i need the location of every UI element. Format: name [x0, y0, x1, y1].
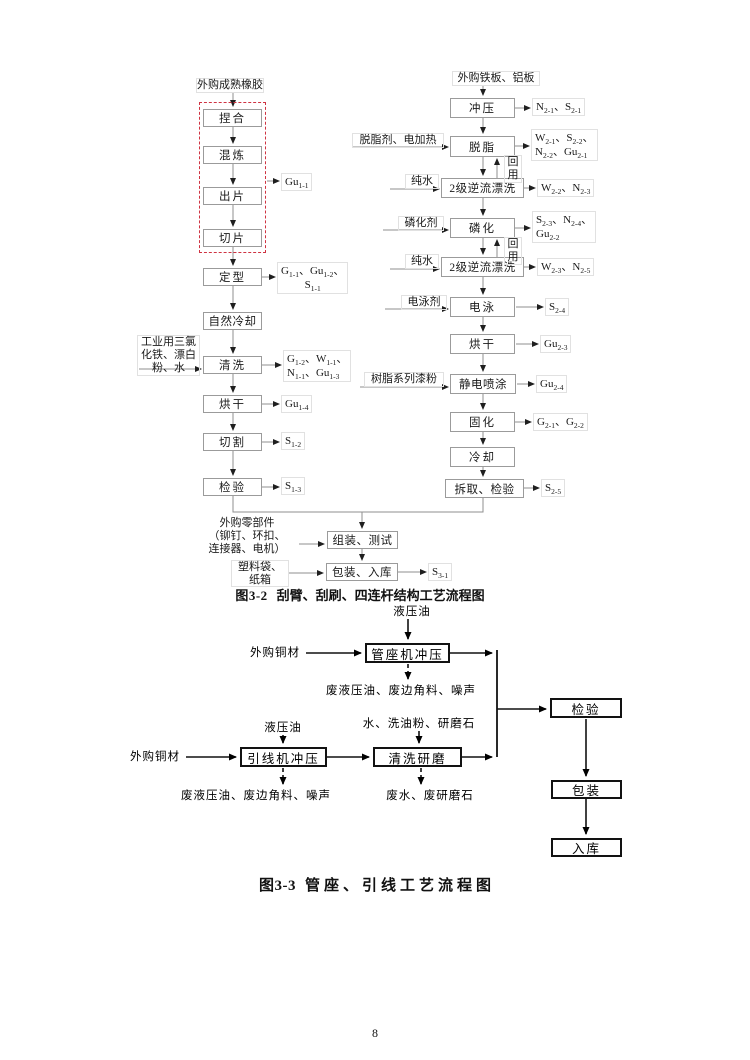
- output-label-s1-3: S1-3: [281, 477, 306, 495]
- process-box-cutting: 切割: [203, 433, 262, 451]
- input-label-purchased-parts: 外购零部件 （铆钉、环扣、 连接器、电机）: [208, 517, 286, 555]
- process-box-cleaning-grinding: 清洗研磨: [373, 747, 462, 767]
- output-label-s1-2: S1-2: [281, 432, 306, 450]
- output-label-gu1-4: Gu1-4: [281, 395, 313, 413]
- process-box-phosphating: 磷化: [450, 218, 515, 238]
- recycle-label-1: 回 用: [504, 155, 522, 183]
- output-label-gu2-4: Gu2-4: [536, 375, 568, 393]
- input-label-pure-water-2: 纯水: [405, 254, 439, 269]
- input-label-degreaser: 脱脂剂、电加热: [352, 133, 444, 148]
- process-box-curing: 固化: [450, 412, 515, 432]
- process-box-lead-stamping: 引线机冲压: [240, 747, 327, 767]
- waste-label-socket-stamping: 废液压油、废边角料、噪声: [326, 685, 476, 697]
- process-box-sheeting: 出片: [203, 187, 262, 205]
- process-box-kneading: 捏合: [203, 109, 262, 127]
- rubber-prep-group-outline: [199, 102, 266, 253]
- input-label-purchased-copper-2: 外购铜材: [130, 751, 180, 763]
- process-box-packing-warehousing: 包装、入库: [326, 563, 398, 581]
- input-label-washing-agents: 工业用三氯 化铁、漂白 粉、水: [137, 335, 200, 376]
- process-box-packing-33: 包装: [551, 780, 622, 799]
- output-label-degreasing: W2-1、S2-2、 N2-2、Gu2-1: [531, 129, 598, 161]
- process-box-removal-inspection: 拆取、检验: [445, 479, 524, 498]
- output-label-gu1-1: Gu1-1: [281, 173, 313, 191]
- output-label-s3-1: S3-1: [428, 563, 453, 581]
- output-label-rinse-2: W2-3、N2-5: [537, 258, 595, 276]
- process-box-electrophoresis: 电泳: [450, 297, 515, 317]
- input-label-hydraulic-oil-2: 液压油: [264, 722, 302, 734]
- process-box-drying-2: 烘干: [450, 334, 515, 354]
- input-label-resin-powder: 树脂系列漆粉: [364, 372, 444, 387]
- process-box-slicing: 切片: [203, 229, 262, 247]
- process-box-counterflow-rinse-2: 2级逆流漂洗: [441, 257, 524, 277]
- input-label-phosphating-agent: 磷化剂: [398, 216, 444, 231]
- output-label-phosphating: S2-3、N2-4、 Gu2-2: [532, 211, 597, 243]
- process-box-inspection: 检验: [203, 478, 262, 496]
- page-number: 8: [372, 1026, 378, 1040]
- output-label-washing: G1-2、W1-1、 N1-1、Gu1-3: [283, 350, 352, 382]
- process-box-shaping: 定型: [203, 268, 262, 286]
- process-box-inspection-33: 检验: [550, 698, 622, 718]
- output-label-s2-4: S2-4: [545, 298, 570, 316]
- input-label-pure-water-1: 纯水: [405, 174, 439, 189]
- process-box-washing: 清洗: [203, 356, 262, 374]
- output-label-shaping: G1-1、Gu1-2、 S1-1: [277, 262, 349, 294]
- input-label-hydraulic-oil-1: 液压油: [393, 606, 431, 618]
- process-box-degreasing: 脱脂: [450, 136, 515, 157]
- process-box-electrostatic-spraying: 静电喷涂: [450, 374, 516, 394]
- input-label-purchased-copper-1: 外购铜材: [250, 647, 300, 659]
- source-label-purchased-rubber: 外购成熟橡胶: [196, 78, 264, 93]
- output-label-rinse-1: W2-2、N2-3: [537, 179, 595, 197]
- input-label-bags-cartons: 塑料袋、 纸箱: [231, 560, 289, 587]
- process-box-cooling: 冷却: [450, 447, 515, 467]
- process-box-natural-cooling: 自然冷却: [203, 312, 262, 330]
- process-box-counterflow-rinse-1: 2级逆流漂洗: [441, 178, 524, 198]
- input-label-water-powder-stone: 水、洗油粉、研磨石: [362, 718, 476, 730]
- waste-label-cleaning-grinding: 废水、废研磨石: [386, 790, 474, 802]
- output-label-gu2-3: Gu2-3: [540, 335, 572, 353]
- output-label-stamping: N2-1、S2-1: [532, 98, 586, 116]
- output-label-s2-5: S2-5: [541, 479, 566, 497]
- process-box-assembly-testing: 组装、测试: [327, 531, 398, 549]
- input-label-electrophoresis-agent: 电泳剂: [401, 295, 447, 310]
- process-box-stamping: 冲压: [450, 98, 515, 118]
- recycle-label-2: 回 用: [504, 237, 522, 265]
- source-label-purchased-plates: 外购铁板、铝板: [452, 71, 540, 86]
- process-box-drying: 烘干: [203, 395, 262, 413]
- output-label-curing: G2-1、G2-2: [533, 413, 588, 431]
- waste-label-lead-stamping: 废液压油、废边角料、噪声: [181, 790, 331, 802]
- process-box-mixing: 混炼: [203, 146, 262, 164]
- process-box-socket-stamping: 管座机冲压: [365, 643, 450, 663]
- process-box-warehousing-33: 入库: [551, 838, 622, 857]
